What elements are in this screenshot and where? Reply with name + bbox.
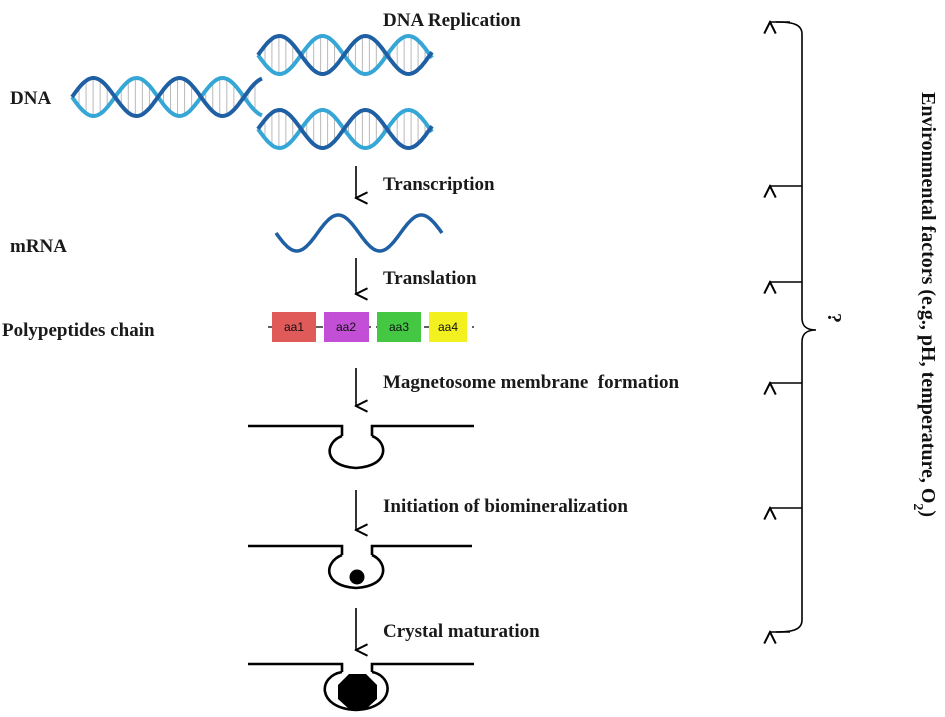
dna-strand-dark	[256, 107, 434, 151]
step-biomineralization: Initiation of biomineralization	[383, 496, 628, 517]
step-translation: Translation	[383, 268, 477, 289]
question-mark-icon: ?	[823, 313, 845, 323]
step-transcription: Transcription	[383, 174, 495, 195]
mrna-strand	[274, 213, 444, 253]
replicated-dna-helix-bottom	[256, 107, 434, 151]
dna-label: DNA	[10, 88, 51, 109]
dna-double-helix	[70, 75, 263, 119]
mrna-strand-line	[274, 213, 444, 253]
dna-strand-dark	[256, 33, 434, 77]
svg-text:aa1: aa1	[284, 320, 304, 334]
crystal-nucleus-icon	[349, 569, 365, 585]
polypeptide-chain: aa1 aa2 aa3 aa4	[268, 312, 474, 342]
replicated-dna-helix-top	[256, 33, 434, 77]
dna-strand-light	[70, 75, 263, 119]
amino-acid-3: aa3	[377, 312, 421, 342]
vesicle-with-crystal-icon	[248, 662, 474, 712]
environmental-factors-label: Environmental factors (e.g., pH, tempera…	[911, 92, 940, 517]
svg-text:aa3: aa3	[389, 320, 409, 334]
step-crystal-maturation: Crystal maturation	[383, 621, 540, 642]
amino-acid-4: aa4	[429, 312, 467, 342]
svg-text:aa4: aa4	[438, 320, 458, 334]
environment-feedback-arrows	[770, 22, 817, 632]
svg-text:aa2: aa2	[336, 320, 356, 334]
step-dna-replication: DNA Replication	[383, 10, 521, 31]
amino-acid-2: aa2	[324, 312, 369, 342]
mature-crystal-icon	[338, 674, 377, 709]
vesicle-with-nucleus-icon	[248, 544, 472, 590]
mrna-label: mRNA	[10, 236, 67, 257]
dna-strand-dark	[70, 75, 263, 119]
membrane-invagination-icon	[248, 424, 474, 470]
polypeptide-label: Polypeptides chain	[2, 320, 155, 341]
step-membrane-formation: Magnetosome membrane formation	[383, 372, 679, 393]
amino-acid-1: aa1	[272, 312, 316, 342]
